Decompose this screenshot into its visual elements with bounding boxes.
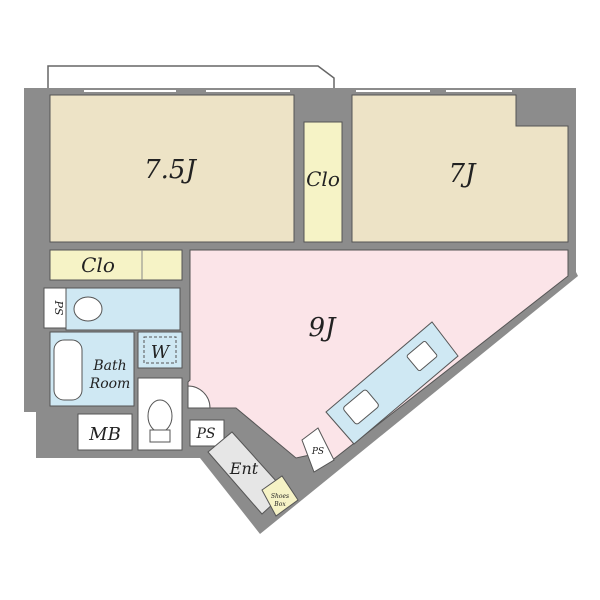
entrance-label: Ent [229, 459, 259, 478]
mb-box [77, 413, 133, 451]
balcony-outline [47, 65, 335, 88]
washer-area [137, 331, 183, 369]
ps-kitchen-box [301, 427, 335, 473]
kitchen-sink [343, 389, 379, 425]
toilet-bowl [147, 399, 173, 433]
room-label-7-5j: 7.5J [144, 155, 197, 185]
bath-label-line1: Bath [92, 358, 126, 374]
ps-left-label: PS [52, 300, 65, 316]
washer-label: W [151, 342, 171, 363]
closet-center [303, 121, 343, 243]
door-swing [187, 385, 211, 409]
room-label-7j: 7J [449, 159, 478, 189]
shoe-label-line2: Box [273, 501, 286, 508]
closet-left-label: Clo [81, 253, 115, 277]
closet-center-label: Clo [306, 167, 340, 191]
ps-kitchen-label: PS [311, 447, 324, 457]
bedroom-left [49, 94, 295, 243]
shoe-box [261, 475, 299, 517]
shoe-label-line1: Shoes [271, 493, 289, 500]
living-room [187, 249, 569, 463]
ps-toilet-box [189, 419, 225, 447]
bath-label-line2: Room [89, 376, 131, 392]
closet-left [49, 249, 183, 281]
bathtub [53, 339, 83, 401]
washbasin [73, 296, 103, 322]
bedroom-right [351, 94, 569, 243]
room-label-9j: 9J [309, 313, 338, 343]
ps-toilet-label: PS [195, 426, 215, 442]
mb-label: MB [88, 424, 121, 445]
kitchen-stove [406, 340, 438, 372]
